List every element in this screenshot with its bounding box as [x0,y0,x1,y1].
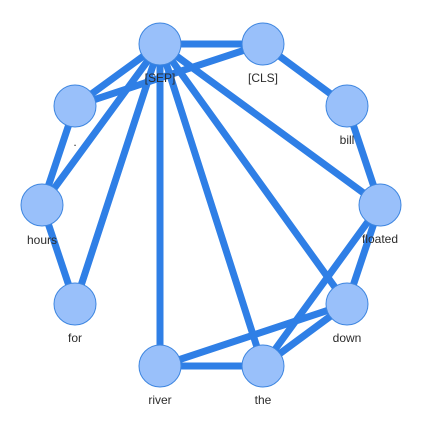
node-floated[interactable] [358,183,402,227]
node-for[interactable] [53,282,97,326]
labels-layer: [SEP] [CLS] bill floated down the river for hour… [27,71,398,407]
node-bill[interactable] [325,84,369,128]
edge-sep-down [156,40,351,308]
node-the[interactable] [241,344,285,388]
edge-sep-the [156,40,267,370]
node-label-sep: [SEP] [145,71,176,85]
node-label-hours: hours [27,233,57,247]
node-hours[interactable] [20,183,64,227]
node-dot[interactable] [53,84,97,128]
nodes-layer [20,22,402,388]
node-cls[interactable] [241,22,285,66]
node-river[interactable] [138,344,182,388]
node-label-for: for [68,331,82,345]
node-label-bill: bill [340,133,355,147]
node-label-down: down [333,331,362,345]
edge-sep-hours [38,40,164,209]
edge-sep-floated [156,40,384,209]
node-label-river: river [148,393,171,407]
node-sep[interactable] [138,22,182,66]
node-label-cls: [CLS] [248,71,278,85]
edge-sep-for [71,40,164,308]
node-label-dot: . [73,135,76,149]
node-label-floated: floated [362,232,398,246]
node-label-the: the [255,393,272,407]
node-down[interactable] [325,282,369,326]
edge-floated-the [259,201,384,370]
edge-cls-dot [71,40,267,110]
edge-down-river [156,300,351,370]
edges-layer [38,40,384,370]
